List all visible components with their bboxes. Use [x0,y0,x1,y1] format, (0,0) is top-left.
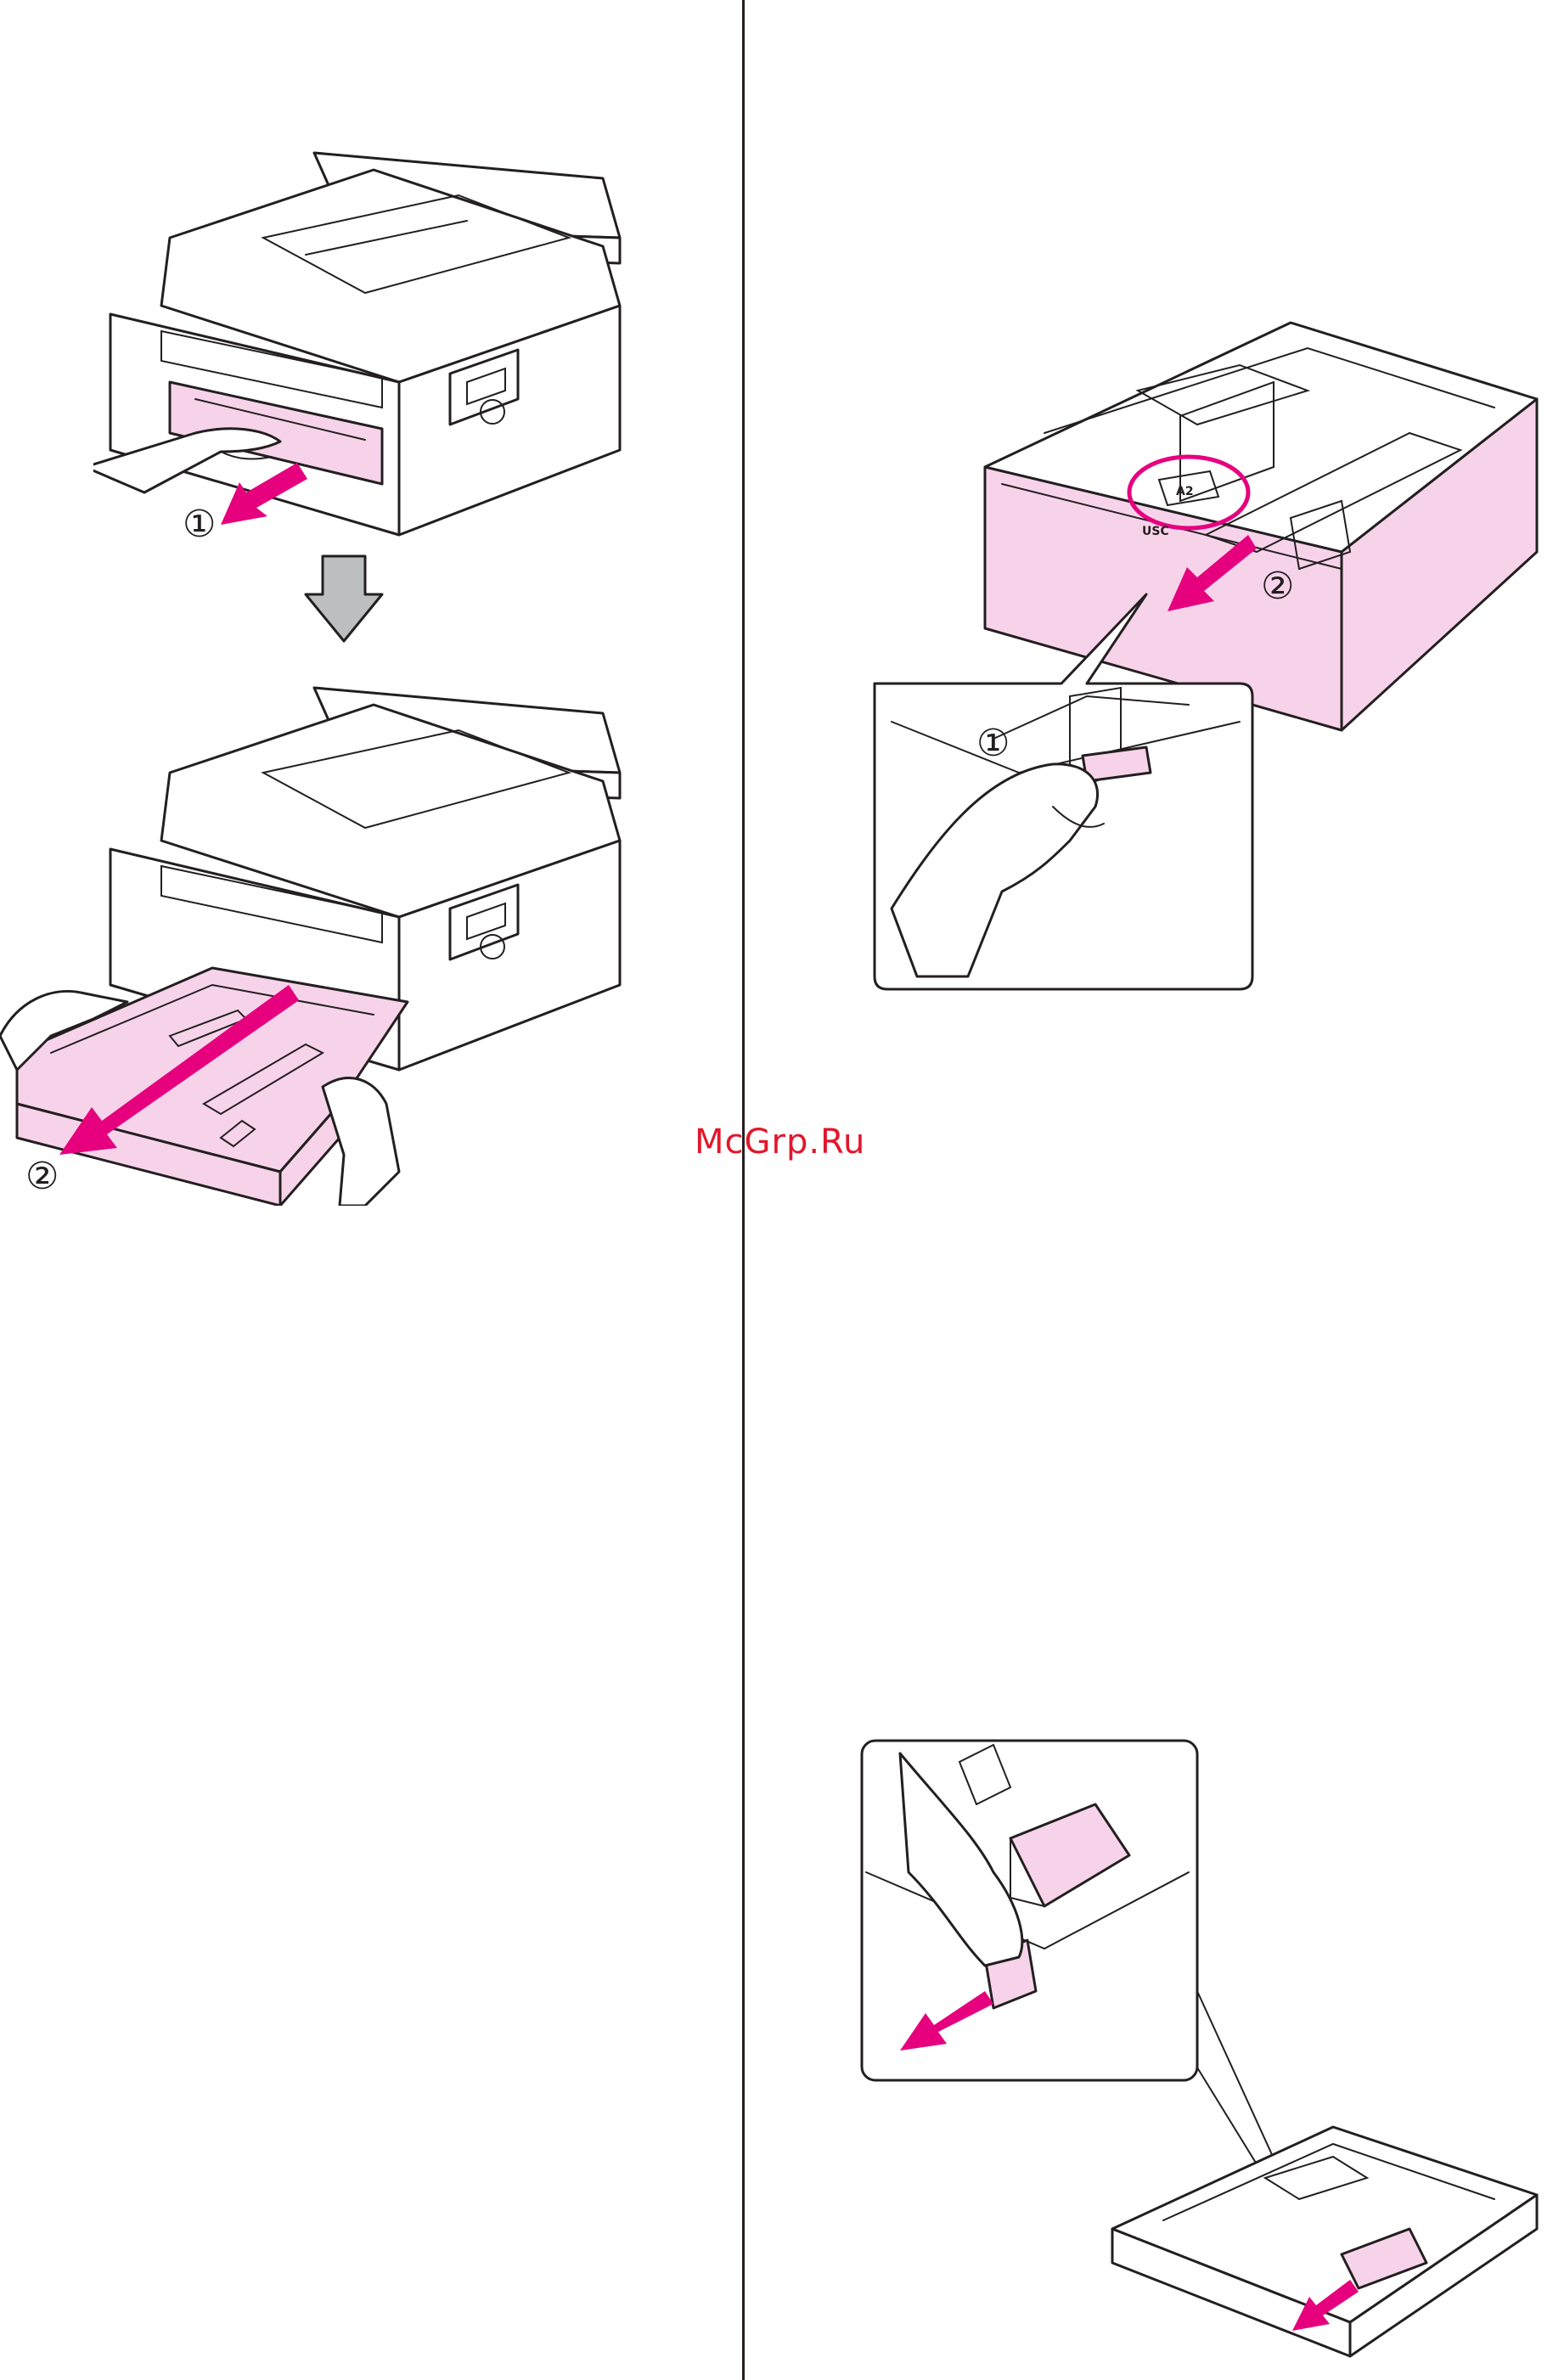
figure-printer-tray-release: ① [93,127,637,569]
down-arrow-icon [301,552,386,645]
figure-printer-tray-remove: ② [0,679,637,1206]
watermark-text: McGrp.Ru [695,1122,865,1162]
column-divider [742,0,745,2380]
step-label-1: ① [183,503,216,546]
step-label-2: ② [25,1155,59,1198]
step-label-2b: ② [1261,565,1294,608]
figure-tray-guide-slide [858,1736,1553,2365]
size-mark-a2: A2 [1176,485,1194,498]
figure-tray-size-adjust: A2 USC ② ① [866,297,1553,1002]
step-label-1b: ① [976,722,1010,765]
size-mark-usc: USC [1142,525,1169,538]
